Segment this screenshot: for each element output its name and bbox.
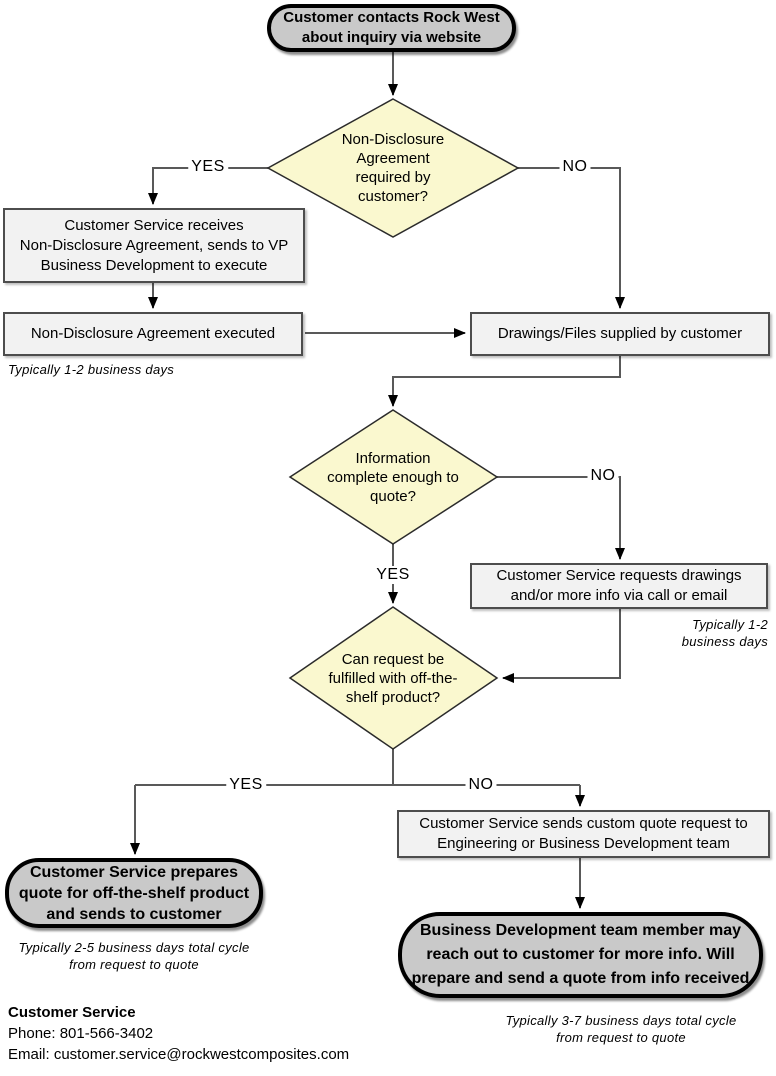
contact-block: Customer Service Phone: 801-566-3402 Ema… bbox=[8, 1002, 349, 1065]
connector-info-no bbox=[497, 476, 625, 560]
connector-nda-yes bbox=[148, 167, 268, 205]
branch-label-info-yes: YES bbox=[373, 566, 413, 584]
decision-nda-label: Non-Disclosure Agreement required by cus… bbox=[341, 131, 445, 205]
branch-label-nda-yes: YES bbox=[188, 158, 228, 176]
note-request-days: Typically 1-2 business days bbox=[681, 617, 768, 649]
branch-label-nda-no: NO bbox=[559, 158, 591, 176]
process-request-info: Customer Service requests drawings and/o… bbox=[470, 563, 768, 609]
connector-nda-no bbox=[517, 167, 625, 309]
process-custom-quote: Customer Service sends custom quote requ… bbox=[397, 810, 770, 858]
note-nda-days: Typically 1-2 business days bbox=[8, 362, 175, 377]
decision-offshelf-label: Can request be fulfilled with off-the- s… bbox=[328, 651, 458, 706]
contact-email: Email: customer.service@rockwestcomposit… bbox=[8, 1046, 350, 1063]
connector-request-to-decision-offshelf bbox=[502, 609, 621, 683]
decision-offshelf-shape bbox=[288, 606, 499, 750]
decision-nda-shape bbox=[266, 98, 520, 238]
decision-info-shape bbox=[288, 409, 499, 545]
branch-label-info-no: NO bbox=[587, 467, 619, 485]
note-offshelf-days: Typically 2-5 business days total cycle … bbox=[18, 940, 250, 972]
branch-label-offshelf-yes: YES bbox=[226, 776, 266, 794]
branch-label-offshelf-no: NO bbox=[465, 776, 497, 794]
process-drawings-supplied: Drawings/Files supplied by customer bbox=[470, 312, 770, 356]
decision-info-label: Information complete enough to quote? bbox=[327, 450, 459, 505]
process-nda-executed: Non-Disclosure Agreement executed bbox=[3, 312, 303, 356]
note-custom-days: Typically 3-7 business days total cycle … bbox=[505, 1013, 737, 1045]
contact-title: Customer Service bbox=[8, 1004, 136, 1021]
terminator-bd-outreach: Business Development team member may rea… bbox=[398, 912, 763, 998]
contact-phone: Phone: 801-566-3402 bbox=[8, 1025, 154, 1042]
connector-drawings-to-decision-info bbox=[388, 356, 621, 407]
terminator-start: Customer contacts Rock West about inquir… bbox=[267, 4, 516, 52]
process-nda-receive: Customer Service receives Non-Disclosure… bbox=[3, 208, 305, 283]
terminator-prepare-quote: Customer Service prepares quote for off-… bbox=[5, 858, 263, 928]
